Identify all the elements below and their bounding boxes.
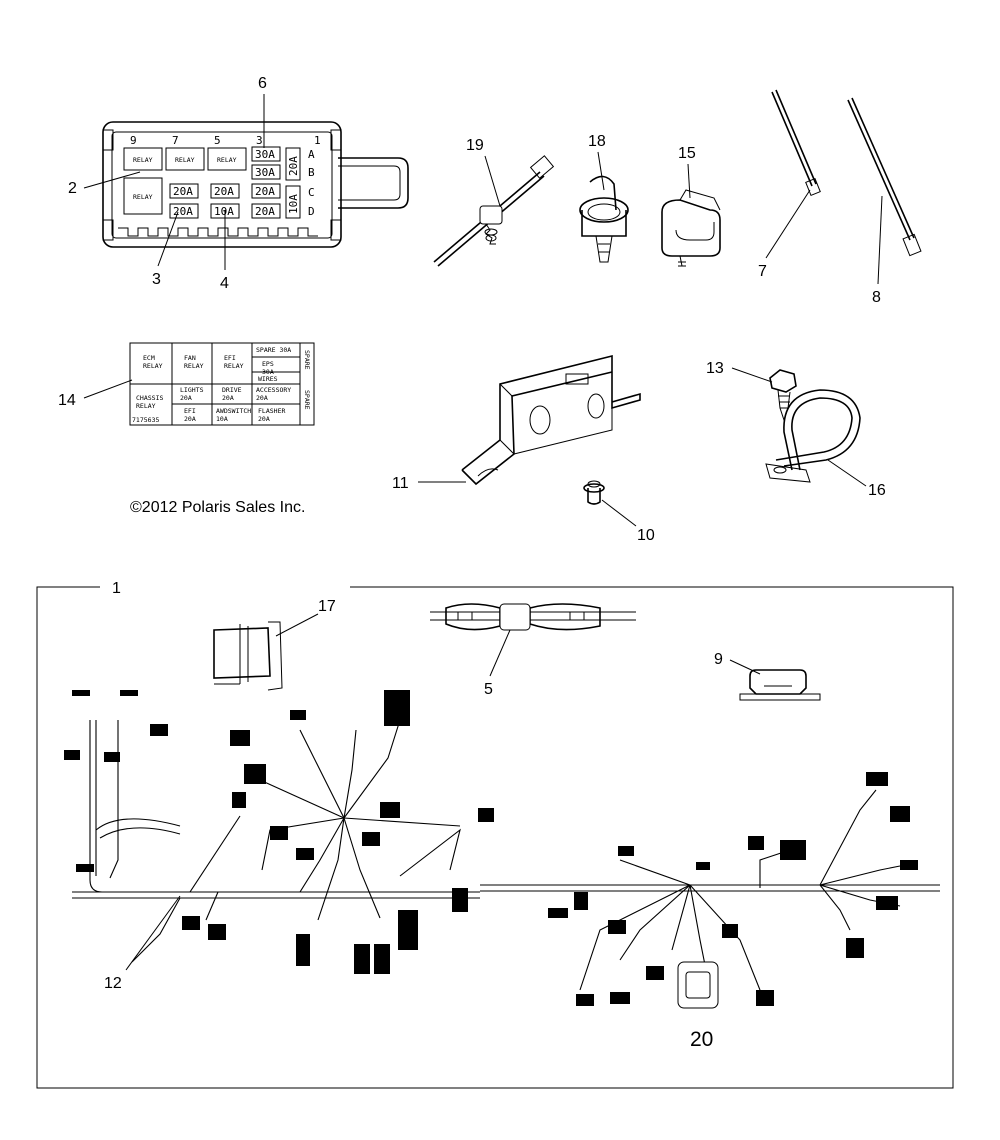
callout-17: 17 <box>318 598 336 615</box>
callout-16: 16 <box>868 482 886 499</box>
fuse-20a: 20A <box>173 185 193 198</box>
callout-7: 7 <box>758 263 767 280</box>
callout-19: 19 <box>466 137 484 154</box>
harness-clip <box>661 189 721 267</box>
fuse-20a: 20A <box>173 205 193 218</box>
protective-cap <box>739 669 821 701</box>
mounting-bracket <box>461 354 641 486</box>
callout-4: 4 <box>220 275 229 292</box>
callout-14: 14 <box>58 392 76 409</box>
connector-17 <box>213 621 283 691</box>
relay-label: RELAY <box>217 156 237 164</box>
fuse-box-col-1: 1 <box>314 134 321 147</box>
row-d: D <box>308 205 315 218</box>
cable-tie-long <box>847 97 922 257</box>
label-wires: WIRES <box>258 375 278 383</box>
callout-2: 2 <box>68 180 77 197</box>
label-spare-side-top: SPARE <box>303 350 311 370</box>
row-a: A <box>308 148 315 161</box>
harness-tags <box>64 690 918 1006</box>
fuse-box-col-9: 9 <box>130 134 137 147</box>
callout-13: 13 <box>706 360 724 377</box>
row-c: C <box>308 186 315 199</box>
p-clamp <box>765 389 861 483</box>
callout-10: 10 <box>637 527 655 544</box>
fuse-box-col-3: 3 <box>256 134 263 147</box>
cable-tie-short <box>771 89 821 197</box>
fuse-box: 9 7 5 3 1 RELAY RELAY RELAY RELAY 30A 30… <box>102 121 409 248</box>
label-spare-side-bottom: SPARE <box>303 390 311 410</box>
callout-8: 8 <box>872 289 881 306</box>
inline-fuse-holder <box>430 603 636 631</box>
fuse-30a: 30A <box>255 166 275 179</box>
callout-20: 20 <box>690 1028 713 1051</box>
cable-tie-clip <box>433 155 555 267</box>
diagnostic-connector <box>677 961 719 1009</box>
label-part-number: 7175635 <box>132 416 159 424</box>
callout-3: 3 <box>152 271 161 288</box>
callout-12: 12 <box>104 975 122 992</box>
fuse-box-col-7: 7 <box>172 134 179 147</box>
relay-label: RELAY <box>133 193 153 201</box>
row-b: B <box>308 166 315 179</box>
push-rivet <box>583 480 605 505</box>
bolt <box>769 369 797 422</box>
callout-18: 18 <box>588 133 606 150</box>
callout-9: 9 <box>714 651 723 668</box>
fuse-20a: 20A <box>214 185 234 198</box>
push-clip <box>579 175 629 263</box>
relay-label: RELAY <box>175 156 195 164</box>
callout-6: 6 <box>258 75 267 92</box>
copyright: ©2012 Polaris Sales Inc. <box>130 499 305 516</box>
fuse-20a: 20A <box>255 205 275 218</box>
fuse-20a: 20A <box>255 185 275 198</box>
fuse-box-col-5: 5 <box>214 134 221 147</box>
callout-1: 1 <box>112 580 121 597</box>
fuse-30a: 30A <box>255 148 275 161</box>
side-fuse-10a: 10A <box>287 194 300 214</box>
label-spare-30a: SPARE 30A <box>256 346 291 354</box>
callout-11: 11 <box>392 475 409 492</box>
wiring-harness <box>72 719 940 991</box>
fuse-10a: 10A <box>214 205 234 218</box>
side-fuse-20a: 20A <box>287 156 300 176</box>
callout-5: 5 <box>484 681 493 698</box>
callout-15: 15 <box>678 145 696 162</box>
relay-label: RELAY <box>133 156 153 164</box>
